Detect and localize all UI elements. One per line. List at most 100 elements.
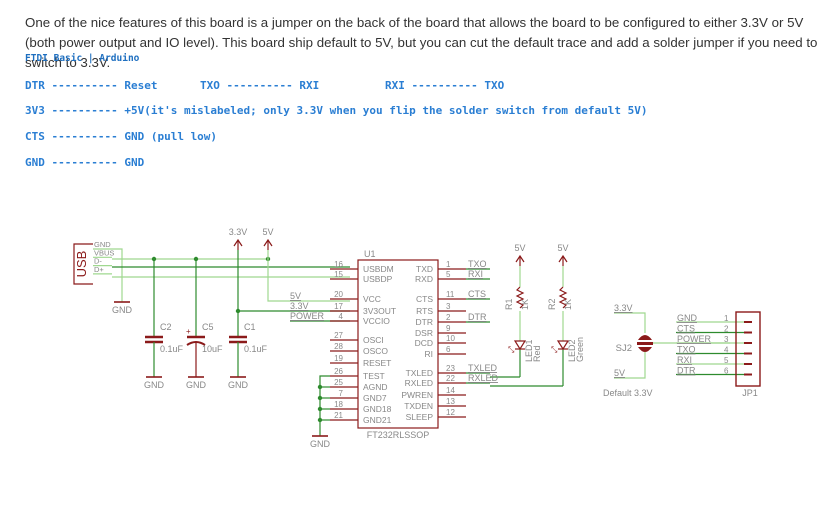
pin-number: 25 bbox=[334, 378, 343, 387]
power-arrow-icon bbox=[558, 254, 568, 263]
sj2-bottom-pad bbox=[638, 347, 652, 352]
resistor-value: 1K bbox=[520, 299, 530, 310]
u1-body bbox=[357, 259, 439, 429]
pin-name: DTR bbox=[416, 317, 433, 327]
power-label: 5V bbox=[514, 243, 525, 253]
pin-name: VCCIO bbox=[363, 316, 390, 326]
power-arrow-icon bbox=[233, 238, 243, 247]
pin-name: SLEEP bbox=[406, 412, 434, 422]
sj2-bottom-label: 5V bbox=[614, 368, 625, 378]
net-label: RXLED bbox=[468, 373, 499, 383]
power-arrow-icon bbox=[515, 254, 525, 263]
pin-name: RI bbox=[425, 349, 434, 359]
pin-name: OSCO bbox=[363, 346, 388, 356]
mapping-rxi: RXI ---------- TXO bbox=[385, 79, 505, 92]
led-color: Red bbox=[532, 345, 542, 362]
resistor-icon bbox=[558, 286, 568, 309]
resistor-value: 1K bbox=[563, 299, 573, 310]
pin-number: 9 bbox=[446, 324, 451, 333]
jp1-body bbox=[735, 311, 761, 387]
power-arrow-icon bbox=[263, 238, 273, 247]
net-label-3v3: 3.3V bbox=[290, 301, 309, 311]
usb-connector-outline bbox=[73, 243, 93, 285]
led-light-icon: ⤡ bbox=[551, 345, 558, 354]
gnd-label: GND bbox=[310, 439, 331, 449]
pin-number: 12 bbox=[446, 408, 455, 417]
cap-name: C5 bbox=[202, 322, 214, 332]
pin-number: 5 bbox=[446, 270, 451, 279]
u1-part: FT232RLSSOP bbox=[367, 430, 430, 440]
pin-number: 11 bbox=[446, 290, 455, 299]
mapping-cts: CTS ---------- GND (pull low) bbox=[25, 130, 218, 143]
mapping-dtr: DTR ---------- Reset bbox=[25, 79, 158, 92]
jp1-net-label: RXI bbox=[677, 355, 692, 365]
pin-name: TXD bbox=[416, 264, 433, 274]
pin-number: 17 bbox=[334, 302, 343, 311]
pin-number: 23 bbox=[446, 364, 455, 373]
pin-number: 20 bbox=[334, 290, 343, 299]
gnd-label: GND bbox=[186, 380, 207, 390]
junction-dot bbox=[317, 406, 323, 412]
pin-number: 3 bbox=[446, 302, 451, 311]
sj2-top-wire bbox=[614, 312, 646, 333]
pin-name: TXLED bbox=[406, 368, 433, 378]
pin-name: USBDM bbox=[363, 264, 394, 274]
net-label: TXO bbox=[468, 259, 487, 269]
5v-wire bbox=[267, 250, 350, 302]
led-light-icon: ⤡ bbox=[508, 345, 515, 354]
pin-name: DSR bbox=[415, 328, 433, 338]
pin-number: 15 bbox=[334, 270, 343, 279]
gnd-label: GND bbox=[228, 380, 249, 390]
jp1-pin-number: 6 bbox=[724, 367, 729, 376]
u1-name: U1 bbox=[364, 249, 376, 259]
power-label: 5V bbox=[557, 243, 568, 253]
led-icon bbox=[513, 340, 527, 351]
pin-name: DCD bbox=[415, 338, 433, 348]
jp1-pin-number: 4 bbox=[724, 346, 729, 355]
pin-name: OSCI bbox=[363, 335, 384, 345]
cap-value: 0.1uF bbox=[244, 344, 268, 354]
jp1-pin-number: 5 bbox=[724, 356, 729, 365]
pin-number: 2 bbox=[446, 313, 451, 322]
usb-gnd-wire bbox=[112, 248, 123, 302]
net-label: TXLED bbox=[468, 363, 498, 373]
jp1-net-label: CTS bbox=[677, 324, 695, 334]
usb-pin-label: D+ bbox=[94, 265, 104, 274]
pin-number: 14 bbox=[446, 386, 455, 395]
sj2-center-pad bbox=[637, 342, 653, 345]
wires bbox=[93, 240, 752, 437]
polarized-cap-plate bbox=[186, 341, 206, 346]
jp1-pin-number: 3 bbox=[724, 335, 729, 344]
cap-name: C2 bbox=[160, 322, 172, 332]
power-label: 3.3V bbox=[229, 227, 248, 237]
pin-number: 4 bbox=[339, 312, 344, 321]
net-label: RXI bbox=[468, 269, 483, 279]
intro-paragraph: One of the nice features of this board i… bbox=[25, 15, 818, 70]
pin-number: 19 bbox=[334, 354, 343, 363]
sj2-top-label: 3.3V bbox=[614, 303, 633, 313]
pin-number: 13 bbox=[446, 397, 455, 406]
pin-name: USBDP bbox=[363, 274, 393, 284]
pin-name: RTS bbox=[416, 306, 433, 316]
pin-name: RESET bbox=[363, 358, 391, 368]
net-label: DTR bbox=[468, 312, 487, 322]
pin-name: TEST bbox=[363, 371, 385, 381]
power-label: 5V bbox=[262, 227, 273, 237]
pin-name: VCC bbox=[363, 294, 381, 304]
pin-name: GND18 bbox=[363, 404, 392, 414]
pin-name: PWREN bbox=[401, 390, 433, 400]
net-label-5v: 5V bbox=[290, 291, 301, 301]
junction-dot bbox=[317, 384, 323, 390]
led-name: LED1 bbox=[524, 339, 534, 362]
led-icon bbox=[556, 340, 570, 351]
resistor-name: R1 bbox=[504, 298, 514, 310]
pin-number: 26 bbox=[334, 367, 343, 376]
usb-label: USB bbox=[74, 251, 89, 278]
mapping-3v3: 3V3 ---------- +5V(it's mislabeled; only… bbox=[25, 104, 648, 117]
mapping-txo: TXO ---------- RXI bbox=[200, 79, 320, 92]
pin-name: RXD bbox=[415, 274, 433, 284]
pin-number: 28 bbox=[334, 342, 343, 351]
pin-number: 16 bbox=[334, 260, 343, 269]
